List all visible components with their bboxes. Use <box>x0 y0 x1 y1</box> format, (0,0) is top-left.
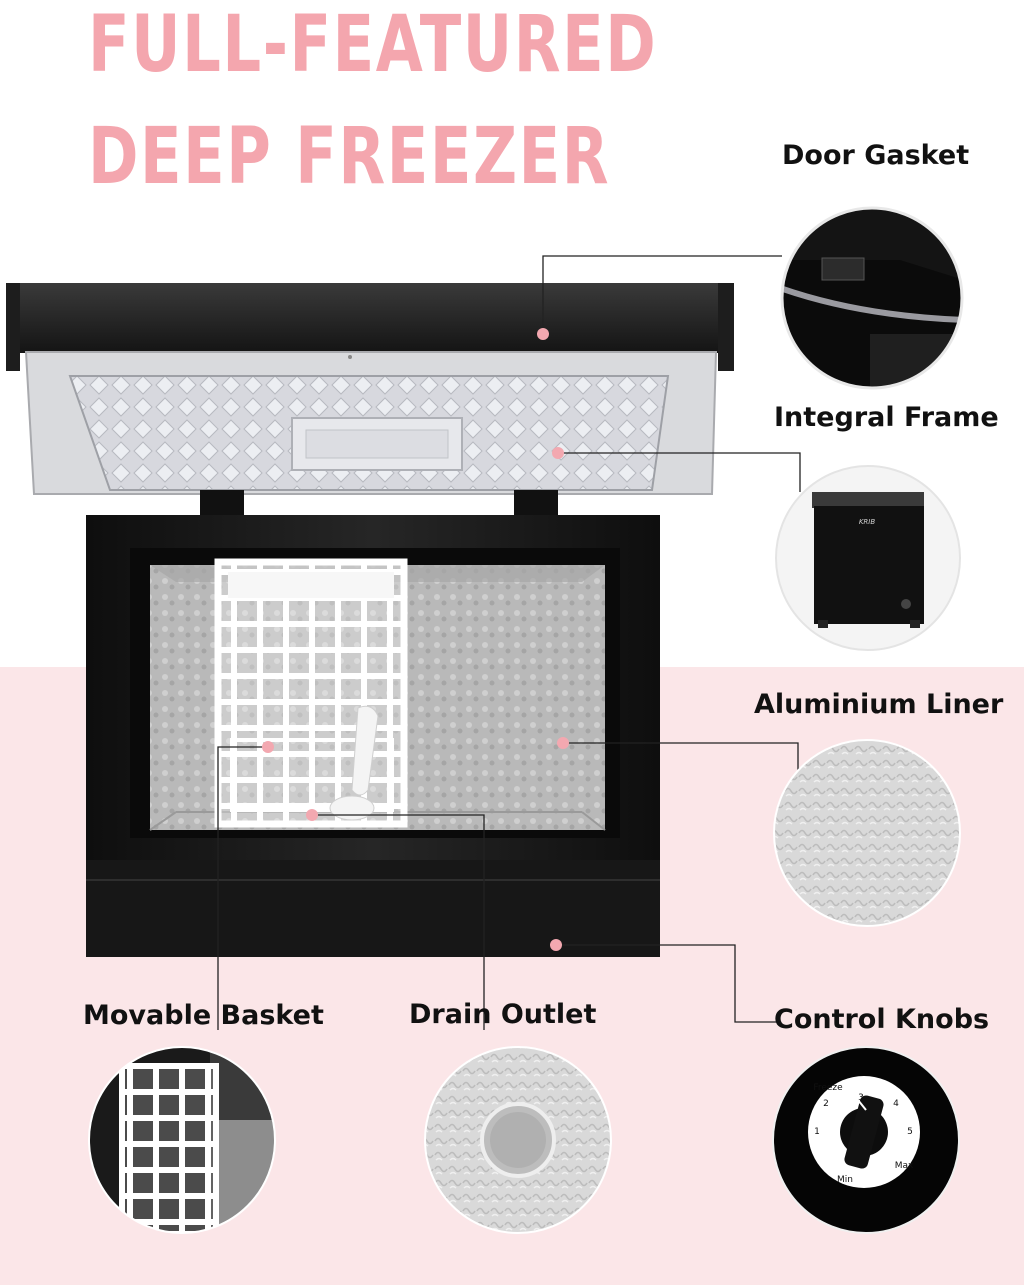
knob-label-min: Min <box>837 1175 853 1185</box>
leader-lines <box>217 255 801 1030</box>
knob-label-3: 3 <box>858 1093 864 1103</box>
knob-label-4: 4 <box>893 1099 899 1109</box>
callout-control-knobs: Control Knobs <box>774 1004 990 1035</box>
headline-line-1: FULL-FEATURED <box>88 0 658 90</box>
freezer-lid <box>6 283 734 495</box>
control-knob-thumb <box>773 1047 959 1233</box>
mini-freezer-logo: KRIB <box>859 518 876 526</box>
callout-drain-outlet: Drain Outlet <box>409 999 597 1030</box>
knob-label-freeze: Freeze <box>813 1083 843 1093</box>
headline-line-2: DEEP FREEZER <box>88 112 611 202</box>
knob-label-5: 5 <box>907 1127 913 1137</box>
callout-movable-basket: Movable Basket <box>83 1000 324 1031</box>
knob-label-1: 1 <box>814 1127 820 1137</box>
aluminium-liner-thumb <box>774 740 960 926</box>
door-gasket-thumb <box>782 208 962 388</box>
integral-frame-thumb <box>776 466 960 650</box>
drain-outlet-thumb <box>425 1047 611 1233</box>
freezer-body <box>86 515 660 957</box>
marker-dots <box>262 328 569 951</box>
callout-door-gasket: Door Gasket <box>782 140 970 171</box>
knob-label-max: Max <box>895 1161 914 1171</box>
callout-aluminium-liner: Aluminium Liner <box>754 689 1004 720</box>
knob-label-2: 2 <box>823 1099 829 1109</box>
callout-integral-frame: Integral Frame <box>774 402 999 433</box>
knob-scale: Freeze 2 3 4 1 5 Min Max <box>813 1083 914 1185</box>
